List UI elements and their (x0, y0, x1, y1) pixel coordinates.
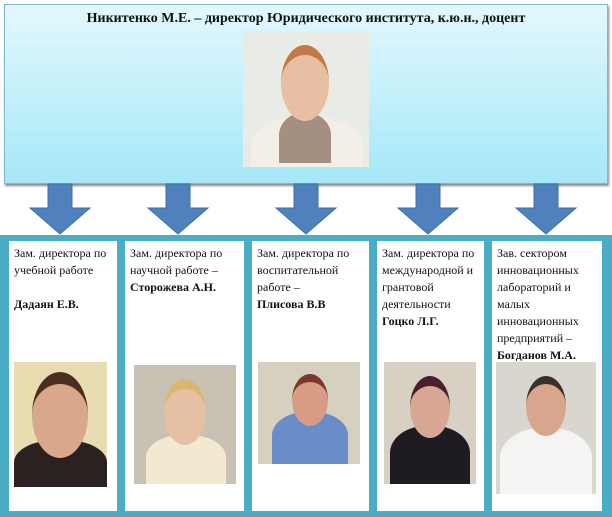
deputy-card: Зам. директора по воспитательной работе … (252, 241, 369, 511)
arrow-down-icon (514, 183, 578, 235)
deputy-role: Зам. директора по международной и гранто… (382, 246, 475, 311)
deputy-card: Зам. директора по научной работе – Сторож… (125, 241, 244, 511)
deputy-name: Гоцко Л.Г. (382, 314, 439, 328)
deputy-text: Зам. директора по научной работе – Сторож… (130, 245, 241, 296)
deputy-photo (134, 365, 236, 484)
deputy-name: Богданов М.А. (497, 348, 576, 362)
arrow-down-icon (274, 183, 338, 235)
deputy-photo (496, 362, 596, 494)
arrows (28, 183, 578, 235)
deputy-role: Зам. директора по учебной работе (14, 246, 107, 277)
arrow-down-icon (396, 183, 460, 235)
deputy-photo (258, 362, 360, 464)
deputy-card: Зав. сектором инновационных лабораторий … (492, 241, 602, 511)
deputy-text: Зам. директора по воспитательной работе … (257, 245, 366, 313)
director-photo (243, 31, 369, 167)
director-title: Никитенко М.Е. – директор Юридического и… (86, 11, 526, 26)
deputy-role: Зам. директора по воспитательной работе … (257, 246, 350, 294)
director-box: Никитенко М.Е. – директор Юридического и… (4, 4, 608, 184)
deputy-card: Зам. директора по международной и гранто… (377, 241, 484, 511)
deputy-role: Зам. директора по научной работе – (130, 246, 223, 277)
arrow-down-icon (146, 183, 210, 235)
deputy-name: Дадаян Е.В. (14, 297, 79, 311)
deputy-text: Зам. директора по международной и гранто… (382, 245, 481, 330)
deputy-photo (14, 362, 107, 487)
deputy-name: Сторожева А.Н. (130, 280, 216, 294)
deputy-role: Зав. сектором инновационных лабораторий … (497, 246, 579, 345)
deputy-name: Плисова В.В (257, 297, 326, 311)
deputy-text: Зав. сектором инновационных лабораторий … (497, 245, 599, 364)
deputy-photo (384, 362, 476, 484)
arrow-down-icon (28, 183, 92, 235)
